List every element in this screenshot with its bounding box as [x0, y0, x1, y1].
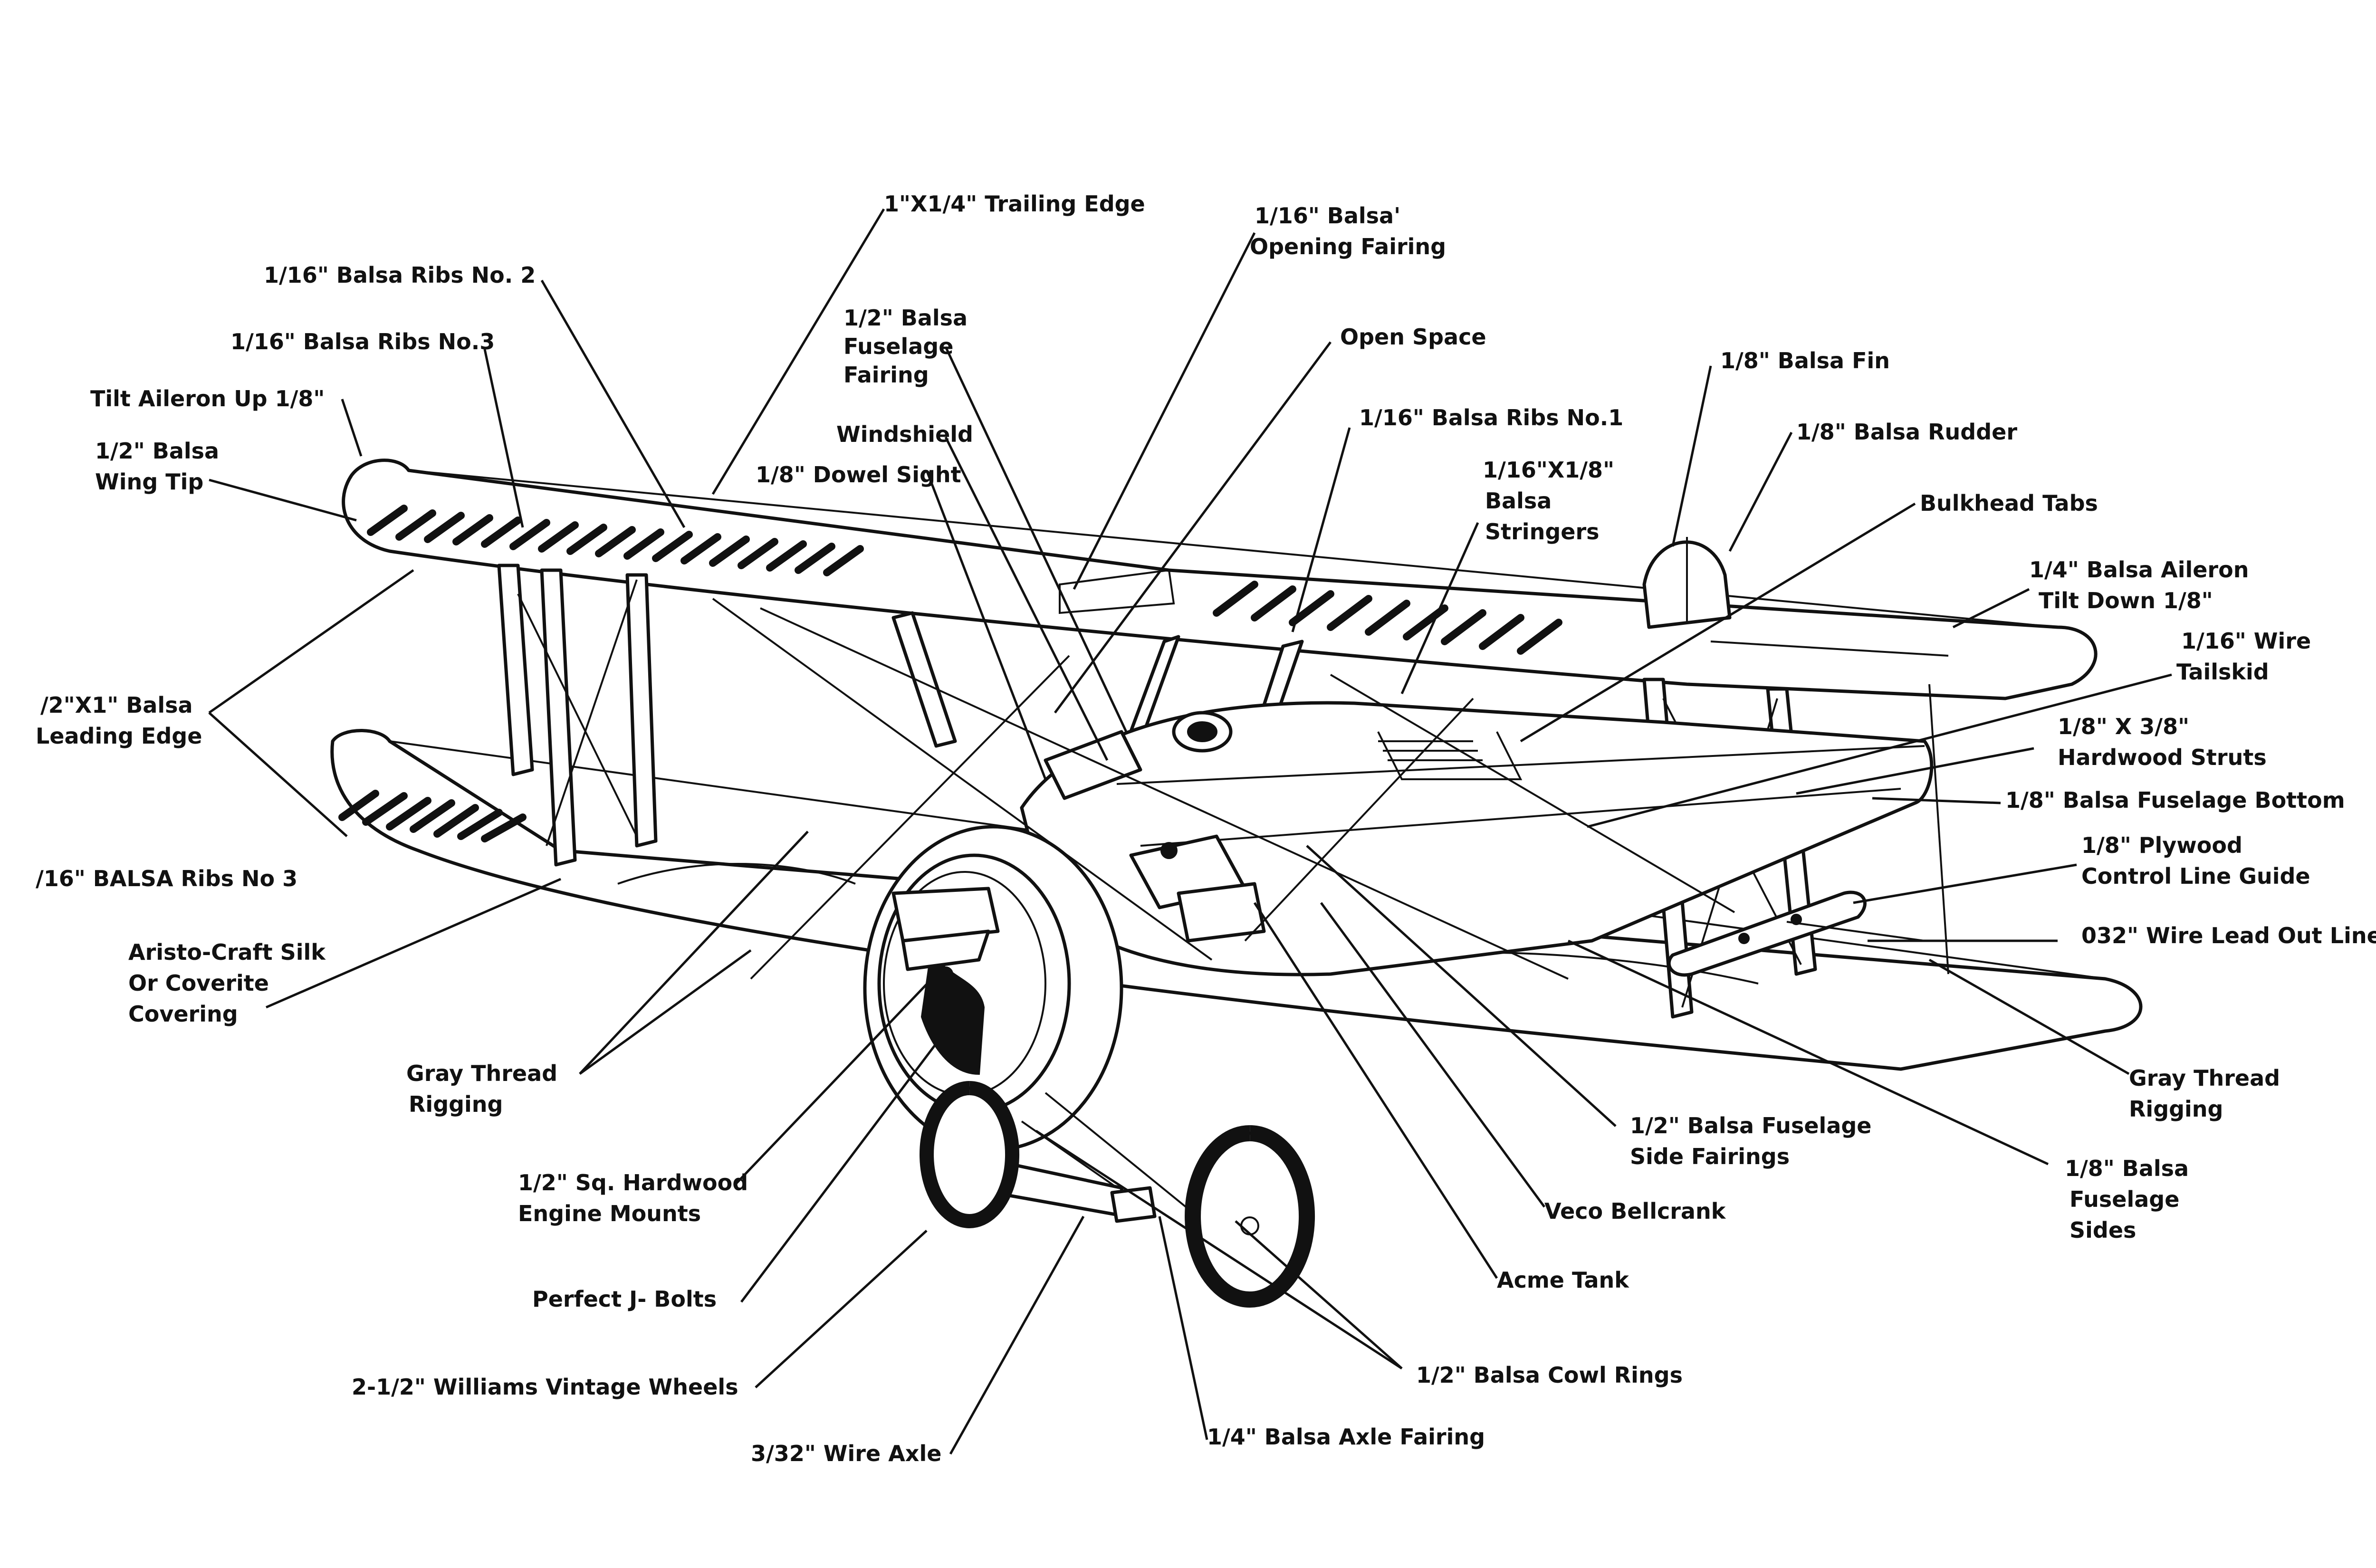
- label-fuselage-sides: 1/8" Balsa Fuselage Sides: [2065, 1156, 2189, 1243]
- label-leading-edge: /2"X1" Balsa Leading Edge: [36, 692, 202, 749]
- tail: [1642, 537, 1732, 629]
- svg-text:1/8" X 3/8": 1/8" X 3/8": [2058, 714, 2189, 739]
- svg-text:Wing Tip: Wing Tip: [95, 469, 203, 495]
- lower-wing-ribs: [338, 790, 527, 842]
- svg-text:Engine Mounts: Engine Mounts: [518, 1201, 701, 1226]
- label-engine-mounts: 1/2" Sq. Hardwood Engine Mounts: [518, 1170, 748, 1226]
- label-stringers: 1/16"X1/8" Balsa Stringers: [1483, 457, 1614, 545]
- fuselage-stringers: [1378, 740, 1483, 761]
- svg-text:Tilt Down 1/8": Tilt Down 1/8": [2039, 588, 2213, 613]
- svg-text:1/16"X1/8": 1/16"X1/8": [1483, 457, 1614, 483]
- svg-text:Hardwood Struts: Hardwood Struts: [2058, 745, 2267, 770]
- svg-text:Aristo-Craft Silk: Aristo-Craft Silk: [128, 939, 326, 965]
- labels: 1"X1/4" Trailing Edge 1/16" Balsa Ribs N…: [36, 191, 2376, 1466]
- label-covering: Aristo-Craft Silk Or Coverite Covering: [128, 939, 326, 1027]
- label-rudder: 1/8" Balsa Rudder: [1796, 419, 2017, 445]
- label-windshield: Windshield: [836, 421, 973, 447]
- label-aileron: 1/4" Balsa Aileron Tilt Down 1/8": [2029, 557, 2249, 613]
- label-fuselage-fairing: 1/2" Balsa Fuselage Fairing: [843, 305, 968, 388]
- svg-text:Fairing: Fairing: [843, 362, 929, 388]
- biplane-drawing: [330, 459, 2143, 1308]
- label-ribs-no1: 1/16" Balsa Ribs No.1: [1359, 405, 1623, 430]
- leader-lines: [208, 208, 2172, 1455]
- landing-gear: [920, 1081, 1315, 1308]
- label-rigging-right: Gray Thread Rigging: [2129, 1065, 2280, 1122]
- label-acme-tank: Acme Tank: [1497, 1267, 1629, 1293]
- svg-text:Opening Fairing: Opening Fairing: [1250, 234, 1446, 259]
- svg-text:Sides: Sides: [2069, 1217, 2136, 1243]
- svg-text:Rigging: Rigging: [409, 1091, 503, 1117]
- label-bulkhead-tabs: Bulkhead Tabs: [1920, 490, 2098, 516]
- label-side-fairings: 1/2" Balsa Fuselage Side Fairings: [1630, 1113, 1872, 1169]
- svg-text:1/8" Plywood: 1/8" Plywood: [2081, 832, 2242, 858]
- label-control-line-guide: 1/8" Plywood Control Line Guide: [2081, 832, 2310, 889]
- svg-text:1/2" Balsa Fuselage: 1/2" Balsa Fuselage: [1630, 1113, 1872, 1138]
- label-trailing-edge: 1"X1/4" Trailing Edge: [884, 191, 1145, 217]
- label-wing-tip: 1/2" Balsa Wing Tip: [95, 438, 219, 495]
- upper-wing-ribs-left: [367, 505, 864, 576]
- label-bellcrank: Veco Bellcrank: [1544, 1198, 1726, 1224]
- svg-text:1/2" Balsa: 1/2" Balsa: [95, 438, 219, 464]
- label-lead-out-lines: 032" Wire Lead Out Lines: [2081, 923, 2376, 948]
- upper-wing-ribs-right: [1213, 581, 1562, 655]
- svg-text:Fuselage: Fuselage: [2069, 1186, 2179, 1212]
- label-ribs-no3-upper: 1/16" Balsa Ribs No.3: [230, 329, 495, 354]
- label-ribs-no3-lower: /16" BALSA Ribs No 3: [36, 866, 297, 891]
- label-fin: 1/8" Balsa Fin: [1720, 348, 1890, 373]
- label-tilt-aileron-up: Tilt Aileron Up 1/8": [90, 386, 325, 411]
- svg-text:1/16" Wire: 1/16" Wire: [2181, 628, 2311, 654]
- label-dowel-sight: 1/8" Dowel Sight: [756, 462, 961, 488]
- label-wire-axle: 3/32" Wire Axle: [751, 1441, 941, 1466]
- label-rigging-left: Gray Thread Rigging: [406, 1061, 557, 1117]
- svg-text:Stringers: Stringers: [1485, 519, 1600, 545]
- svg-text:Side Fairings: Side Fairings: [1630, 1144, 1790, 1169]
- label-ribs-no2: 1/16" Balsa Ribs No. 2: [264, 262, 536, 288]
- label-opening-fairing: 1/16" Balsa' Opening Fairing: [1250, 203, 1446, 259]
- svg-text:Gray Thread: Gray Thread: [406, 1061, 557, 1086]
- svg-text:Fuselage: Fuselage: [843, 334, 953, 359]
- svg-text:Balsa: Balsa: [1485, 488, 1552, 514]
- engine-cowl: [863, 825, 1123, 1152]
- svg-text:1/8" Balsa: 1/8" Balsa: [2065, 1156, 2189, 1181]
- label-j-bolts: Perfect J- Bolts: [532, 1286, 717, 1312]
- label-tailskid: 1/16" Wire Tailskid: [2176, 628, 2311, 685]
- svg-text:Covering: Covering: [128, 1001, 238, 1027]
- label-hardwood-struts: 1/8" X 3/8" Hardwood Struts: [2058, 714, 2267, 770]
- svg-text:Rigging: Rigging: [2129, 1096, 2223, 1122]
- svg-text:1/2" Balsa: 1/2" Balsa: [843, 305, 968, 331]
- svg-text:Tailskid: Tailskid: [2176, 659, 2269, 685]
- label-wheels: 2-1/2" Williams Vintage Wheels: [352, 1374, 738, 1400]
- label-open-space: Open Space: [1340, 324, 1486, 350]
- control-line-guide: [1667, 890, 1925, 977]
- label-cowl-rings: 1/2" Balsa Cowl Rings: [1416, 1362, 1683, 1388]
- fuselage: [1020, 701, 1934, 976]
- svg-text:Leading Edge: Leading Edge: [36, 723, 202, 749]
- upper-wing: [342, 459, 2098, 700]
- svg-text:Control Line Guide: Control Line Guide: [2081, 863, 2310, 889]
- svg-text:Gray Thread: Gray Thread: [2129, 1065, 2280, 1091]
- svg-text:/2"X1" Balsa: /2"X1" Balsa: [40, 692, 193, 718]
- label-fuselage-bottom: 1/8" Balsa Fuselage Bottom: [2005, 787, 2345, 813]
- svg-text:Or Coverite: Or Coverite: [128, 970, 269, 996]
- label-axle-fairing: 1/4" Balsa Axle Fairing: [1207, 1424, 1485, 1450]
- svg-text:1/2" Sq. Hardwood: 1/2" Sq. Hardwood: [518, 1170, 748, 1195]
- rigging-wires: [712, 598, 1949, 980]
- svg-text:1/16" Balsa': 1/16" Balsa': [1255, 203, 1400, 229]
- svg-text:1/4" Balsa Aileron: 1/4" Balsa Aileron: [2029, 557, 2249, 583]
